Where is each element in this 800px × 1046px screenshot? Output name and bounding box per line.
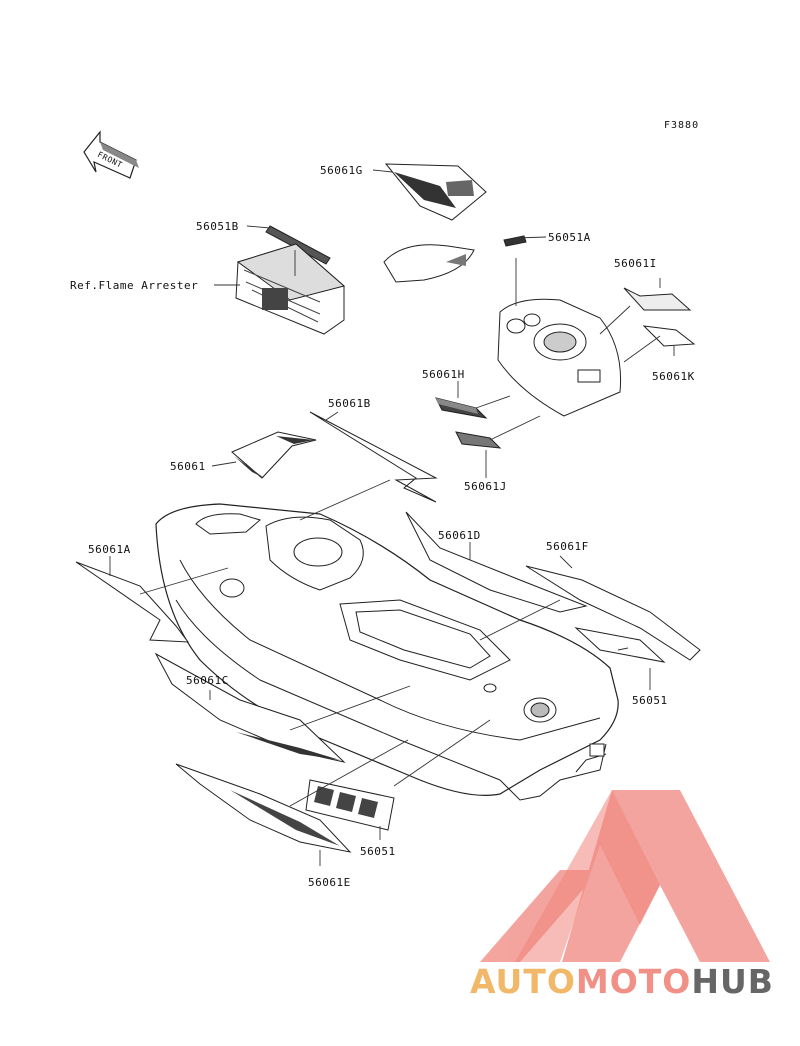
label-56061G[interactable]: 56061G	[320, 164, 363, 177]
label-ref-flame-arrester[interactable]: Ref.Flame Arrester	[70, 279, 199, 292]
label-56061[interactable]: 56061	[170, 460, 206, 473]
label-56051A[interactable]: 56051A	[548, 231, 591, 244]
figure-code: F3880	[664, 120, 700, 131]
part-56051A-shape	[503, 235, 527, 247]
label-56061E[interactable]: 56061E	[308, 876, 351, 889]
watermark-text: AUTOMOTOHUB	[470, 962, 774, 1001]
watermark-part-moto: MOTO	[575, 962, 692, 1001]
flame-arrester-shape	[235, 243, 346, 335]
hull-shape	[155, 503, 619, 801]
part-56061I-shape	[623, 287, 692, 311]
label-56051-bottom[interactable]: 56051	[360, 845, 396, 858]
part-56061C-shape	[154, 652, 346, 763]
label-56051B[interactable]: 56051B	[196, 220, 239, 233]
part-56061E-shape	[175, 763, 352, 853]
part-56061H-shape	[435, 397, 488, 419]
label-56061A[interactable]: 56061A	[88, 543, 131, 556]
part-56051-right-shape	[574, 627, 666, 663]
label-56061F[interactable]: 56061F	[546, 540, 589, 553]
part-56061G-shape	[384, 163, 487, 221]
part-56061-shape	[231, 431, 317, 479]
part-56051B-shape	[265, 225, 331, 265]
label-56061C[interactable]: 56061C	[186, 674, 229, 687]
leader-lines	[109, 169, 675, 866]
seat-cover-shape	[383, 244, 475, 283]
part-56061J-shape	[455, 431, 502, 449]
watermark-part-hub: HUB	[691, 962, 774, 1001]
label-56061B[interactable]: 56061B	[328, 397, 371, 410]
part-56061B-shape	[309, 411, 438, 503]
front-arrow-icon	[83, 130, 139, 179]
part-56061A-shape	[75, 561, 190, 643]
watermark-logo-icon	[480, 790, 770, 962]
watermark-part-auto: AUTO	[470, 962, 576, 1001]
part-56061D-shape	[405, 511, 588, 613]
part-56051-logo-shape	[305, 779, 395, 831]
label-56061D[interactable]: 56061D	[438, 529, 481, 542]
console-shape	[497, 298, 622, 417]
part-56061K-shape	[642, 325, 696, 347]
label-56061K[interactable]: 56061K	[652, 370, 695, 383]
label-56061J[interactable]: 56061J	[464, 480, 507, 493]
label-56051-right[interactable]: 56051	[632, 694, 668, 707]
label-56061I[interactable]: 56061I	[614, 257, 657, 270]
label-56061H[interactable]: 56061H	[422, 368, 465, 381]
part-56061F-shape	[525, 565, 701, 661]
